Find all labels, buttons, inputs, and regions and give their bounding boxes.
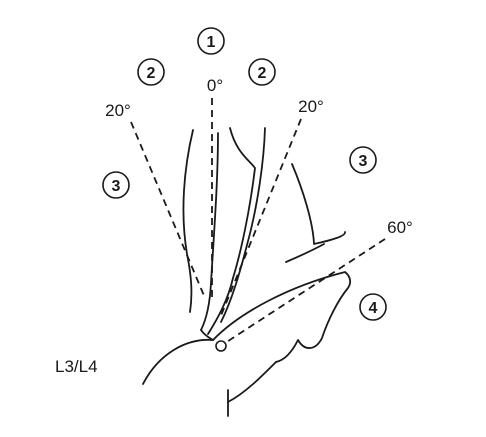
svg-text:2: 2 [147,65,156,82]
zone-marker-4: 4 [359,293,387,321]
level-label: L3/L4 [55,357,98,376]
trajectory-60-degrees [221,238,386,346]
zone-marker-2-right: 2 [248,58,276,86]
angle-label-right: 20° [298,97,324,116]
angle-label-center: 0° [207,76,223,95]
angle-label-left: 20° [105,101,131,120]
vertebra-outline [142,127,352,417]
zone-marker-1: 1 [197,27,225,55]
trajectory-20-degrees-right [219,118,302,319]
svg-text:3: 3 [112,178,121,195]
svg-text:4: 4 [369,300,378,317]
svg-text:2: 2 [258,65,267,82]
zone-marker-3-left: 3 [102,171,130,199]
svg-text:1: 1 [207,34,216,51]
zone-marker-2-left: 2 [137,58,165,86]
angle-label-lateral: 60° [387,218,413,237]
svg-text:3: 3 [359,153,368,170]
zone-marker-3-right: 3 [349,146,377,174]
trajectory-20-degrees-left [130,121,206,299]
needle-entry-point [215,340,227,352]
